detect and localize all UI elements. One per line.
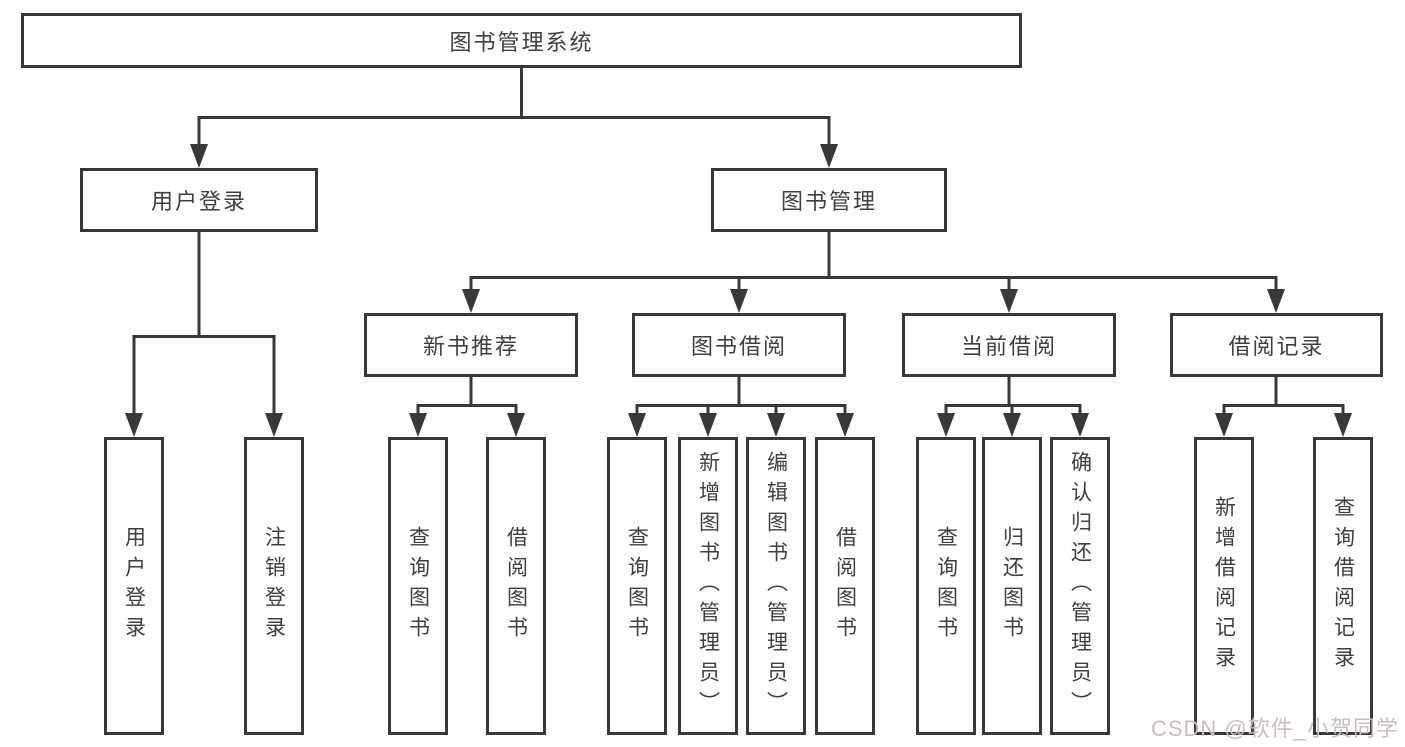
- leaf-borrow-books: 借阅图书: [815, 437, 875, 735]
- leaf-query-books-current-label: 查询图书: [934, 526, 958, 646]
- leaf-user-login: 用户登录: [104, 437, 164, 735]
- node-book-borrow-label: 图书借阅: [690, 334, 787, 359]
- leaf-return-book: 归还图书: [982, 437, 1042, 735]
- leaf-query-borrow-record: 查询借阅记录: [1313, 437, 1373, 735]
- leaf-add-borrow-record: 新增借阅记录: [1194, 437, 1254, 735]
- node-new-book-recommend-label: 新书推荐: [422, 334, 519, 359]
- leaf-borrow-books-recommend: 借阅图书: [486, 437, 546, 735]
- node-user-login: 用户登录: [80, 168, 318, 232]
- leaf-return-book-label: 归还图书: [1000, 526, 1024, 646]
- leaf-borrow-books-recommend-label: 借阅图书: [504, 526, 528, 646]
- leaf-add-book-admin: 新增图书（管理员）: [678, 437, 738, 735]
- leaf-logout-label: 注销登录: [262, 526, 286, 646]
- leaf-query-books-borrow-label: 查询图书: [625, 526, 649, 646]
- node-current-borrow-label: 当前借阅: [960, 334, 1057, 359]
- node-user-login-label: 用户登录: [150, 189, 247, 214]
- leaf-edit-book-admin-label: 编辑图书（管理员）: [764, 451, 788, 721]
- node-new-book-recommend: 新书推荐: [364, 313, 578, 377]
- node-current-borrow: 当前借阅: [902, 313, 1116, 377]
- watermark: CSDN @软件_小贺同学: [1150, 716, 1399, 741]
- leaf-query-books-borrow: 查询图书: [607, 437, 667, 735]
- leaf-query-borrow-record-label: 查询借阅记录: [1331, 496, 1355, 676]
- leaf-query-books-current: 查询图书: [916, 437, 976, 735]
- leaf-query-books-recommend: 查询图书: [388, 437, 448, 735]
- leaf-add-borrow-record-label: 新增借阅记录: [1212, 496, 1236, 676]
- node-book-management: 图书管理: [711, 168, 947, 232]
- leaf-borrow-books-label: 借阅图书: [833, 526, 857, 646]
- node-borrow-records-label: 借阅记录: [1228, 334, 1325, 359]
- leaf-edit-book-admin: 编辑图书（管理员）: [746, 437, 806, 735]
- node-book-management-label: 图书管理: [780, 189, 877, 214]
- leaf-query-books-recommend-label: 查询图书: [406, 526, 430, 646]
- node-book-borrow: 图书借阅: [632, 313, 846, 377]
- node-root: 图书管理系统: [21, 13, 1022, 68]
- node-borrow-records: 借阅记录: [1170, 313, 1383, 377]
- leaf-logout: 注销登录: [244, 437, 304, 735]
- leaf-user-login-label: 用户登录: [122, 526, 146, 646]
- leaf-confirm-return-admin: 确认归还（管理员）: [1050, 437, 1110, 735]
- leaf-add-book-admin-label: 新增图书（管理员）: [696, 451, 720, 721]
- node-root-label: 图书管理系统: [449, 29, 594, 55]
- leaf-confirm-return-admin-label: 确认归还（管理员）: [1068, 451, 1092, 721]
